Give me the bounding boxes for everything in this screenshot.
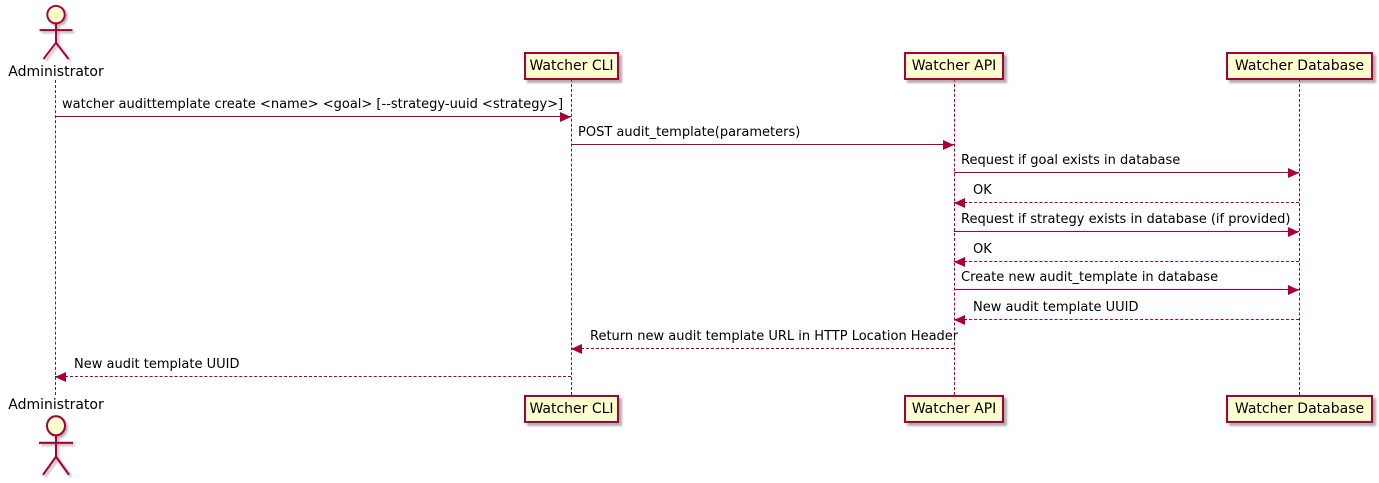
administrator-actor-icon: [39, 4, 73, 60]
message-6: OK: [954, 242, 1299, 267]
participant-watcher-cli-top: Watcher CLI: [524, 52, 619, 80]
arrowhead-right-icon: [1288, 285, 1299, 295]
message-9-label: Return new audit template URL in HTTP Lo…: [590, 329, 959, 344]
message-3-label: Request if goal exists in database: [961, 153, 1181, 168]
lifeline-watcher-database: [1299, 79, 1300, 395]
message-7: Create new audit_template in database: [954, 270, 1299, 295]
arrowhead-left-icon: [571, 344, 582, 354]
participant-watcher-database-top: Watcher Database: [1226, 52, 1373, 80]
arrowhead-right-icon: [1288, 227, 1299, 237]
message-2-label: POST audit_template(parameters): [578, 125, 801, 140]
message-10: New audit template UUID: [55, 357, 571, 382]
lifeline-administrator: [55, 80, 56, 395]
administrator-actor-icon: [39, 415, 73, 476]
arrowhead-right-icon: [1288, 168, 1299, 178]
message-8-label: New audit template UUID: [973, 300, 1139, 315]
message-5: Request if strategy exists in database (…: [954, 212, 1299, 237]
arrowhead-left-icon: [954, 315, 965, 325]
arrowhead-left-icon: [954, 198, 965, 208]
message-9: Return new audit template URL in HTTP Lo…: [571, 329, 958, 354]
participant-watcher-database-bottom: Watcher Database: [1226, 395, 1373, 423]
participant-watcher-api-bottom: Watcher API: [904, 395, 1004, 423]
participant-watcher-api-top: Watcher API: [904, 52, 1004, 80]
arrowhead-right-icon: [943, 140, 954, 150]
message-1-label: watcher audittemplate create <name> <goa…: [62, 97, 564, 112]
message-10-label: New audit template UUID: [74, 357, 240, 372]
arrowhead-left-icon: [55, 372, 66, 382]
message-5-label: Request if strategy exists in database (…: [961, 212, 1291, 227]
arrowhead-right-icon: [560, 112, 571, 122]
message-3: Request if goal exists in database: [954, 153, 1299, 178]
actor-label-administrator-bottom: Administrator: [8, 397, 104, 413]
message-7-label: Create new audit_template in database: [961, 270, 1219, 285]
message-2: POST audit_template(parameters): [571, 125, 954, 150]
participant-watcher-cli-bottom: Watcher CLI: [524, 395, 619, 423]
message-4: OK: [954, 183, 1299, 208]
message-4-label: OK: [973, 183, 992, 198]
message-8: New audit template UUID: [954, 300, 1299, 325]
message-6-label: OK: [973, 242, 992, 257]
actor-label-administrator-top: Administrator: [8, 64, 104, 80]
lifeline-watcher-cli: [571, 79, 572, 395]
arrowhead-left-icon: [954, 257, 965, 267]
lifeline-watcher-api: [954, 79, 955, 395]
message-1: watcher audittemplate create <name> <goa…: [55, 97, 571, 122]
